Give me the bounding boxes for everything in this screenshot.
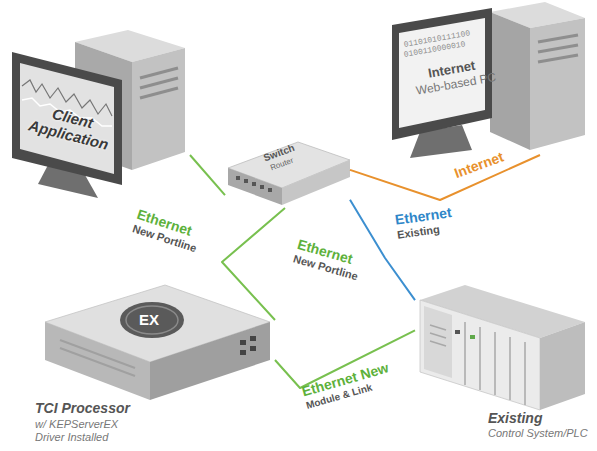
logo-badge — [120, 302, 184, 338]
switch-front — [228, 168, 282, 205]
vent-slot — [60, 340, 135, 368]
node-subtitle: Control System/PLC — [488, 427, 596, 440]
vent-slot — [430, 325, 446, 330]
control-system-plc: ExistingControl System/PLC — [415, 280, 595, 448]
drive-bay — [140, 68, 178, 78]
connection-label: Ethernet New Portline — [292, 236, 377, 287]
drive-bay — [140, 78, 178, 88]
plc-module-edge — [524, 342, 526, 405]
plc-power-supply — [424, 306, 452, 378]
plc-module-edge — [494, 332, 496, 395]
logo-ring — [126, 306, 178, 334]
monitor-frame — [12, 52, 122, 185]
network-cable — [190, 155, 225, 195]
processor-port — [240, 340, 246, 345]
plc-port — [455, 330, 460, 334]
switch-port — [236, 176, 240, 180]
node-title: Client Application — [27, 100, 115, 153]
plc-module-edge — [464, 322, 466, 385]
vent-slot — [430, 341, 446, 346]
plc-front — [420, 300, 540, 410]
network-cable — [350, 155, 540, 200]
network-cable — [222, 208, 285, 320]
node-title: Existing — [488, 410, 593, 426]
client-pc: Client Application — [5, 35, 190, 200]
drive-bay — [538, 35, 578, 42]
drive-bay — [538, 55, 578, 62]
tci-processor: TCI Processor w/ KEPServerEX Driver Insta… — [35, 285, 275, 447]
plc-led — [470, 335, 475, 339]
vent-slot — [430, 333, 446, 338]
processor-port — [250, 336, 256, 341]
drive-bay — [538, 45, 578, 52]
internet-pc: InternetWeb-based PC — [385, 5, 585, 155]
switch-port — [252, 182, 256, 186]
switch-side — [282, 160, 350, 205]
tower-front — [132, 48, 185, 170]
connection-label: Ethernet New Module & Link — [300, 358, 400, 412]
switch-port — [260, 185, 264, 189]
vent-slot — [60, 348, 135, 376]
plc-module-edge — [479, 327, 481, 390]
connection-label: Ethernet Existing — [394, 201, 477, 242]
switch-port — [268, 188, 272, 192]
processor-port — [240, 350, 246, 355]
drive-bay — [140, 88, 178, 98]
monitor-screen — [20, 63, 114, 174]
connection-label: Ethernet New Portline — [131, 206, 216, 259]
tower-front — [530, 18, 585, 150]
node-subtitle: w/ KEPServerEX Driver Installed — [35, 418, 130, 443]
plc-side — [540, 322, 585, 410]
logo-text: EX — [139, 311, 159, 328]
plc-module-edge — [509, 337, 511, 400]
switch-router: SwitchRouter — [225, 140, 350, 208]
node-title: TCI Processor — [35, 400, 175, 416]
switch-port — [244, 179, 248, 183]
processor-port — [250, 346, 256, 351]
